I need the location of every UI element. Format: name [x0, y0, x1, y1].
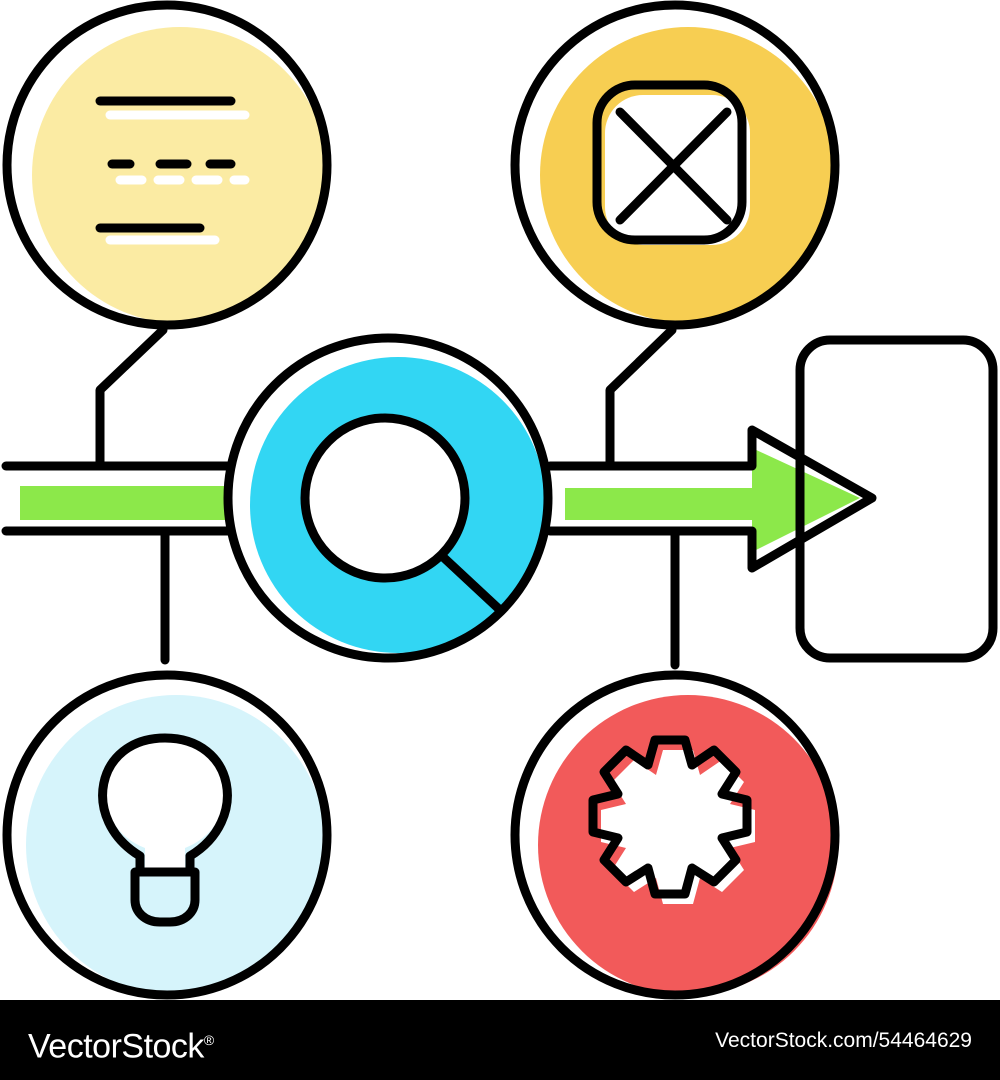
document-lines-icon — [95, 96, 250, 245]
flow-arrow — [1, 425, 877, 573]
connector-document — [95, 325, 168, 471]
cancel-node — [510, 0, 840, 330]
document-node — [2, 0, 332, 330]
cancel-x-icon — [592, 80, 747, 245]
lightbulb-icon — [98, 733, 232, 927]
target-box — [795, 335, 998, 663]
connector-cancel — [605, 325, 677, 471]
idea-node — [2, 670, 332, 1000]
gear-node — [510, 670, 840, 1000]
vectorstock-logo: VectorStock® — [28, 1027, 214, 1066]
magnifier-icon — [300, 413, 505, 615]
image-id-text: VectorStock.com/54464629 — [715, 1029, 972, 1052]
search-ring-outline — [223, 333, 553, 663]
arrow-right-icon — [545, 425, 877, 573]
search-node — [223, 333, 553, 663]
watermark-footer: VectorStock® VectorStock.com/54464629 — [0, 1000, 1000, 1080]
gear-icon — [588, 735, 755, 904]
process-flow-illustration — [1, 0, 998, 1000]
